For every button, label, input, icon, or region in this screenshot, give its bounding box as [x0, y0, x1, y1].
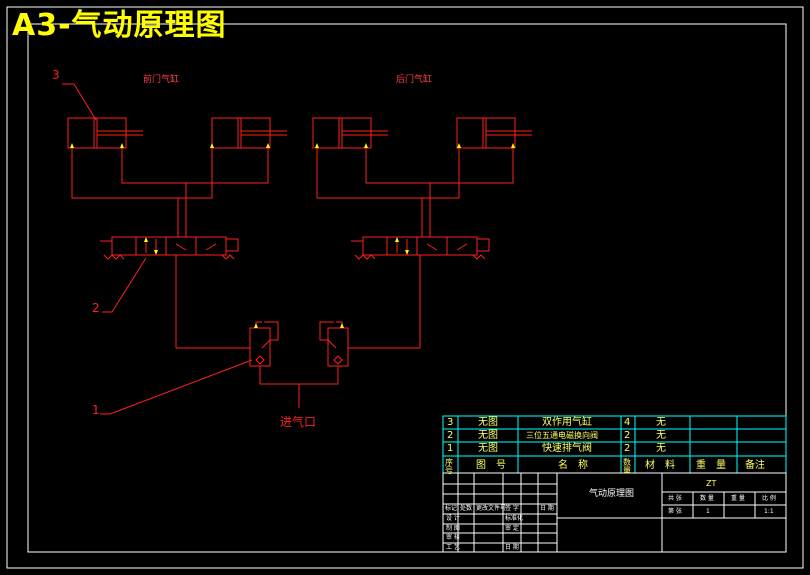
- tb-col-label-1: 数 量: [700, 495, 714, 502]
- bom-header-name: 名 称: [558, 460, 588, 471]
- tb-mark: 标记: [445, 505, 458, 512]
- tb-sheet-value: 1: [706, 508, 710, 515]
- callout-3: 3: [52, 68, 60, 82]
- bom-row-1-no: 1: [447, 443, 454, 454]
- bom-header-no: 序号: [445, 458, 453, 475]
- cylinder-left-2: [211, 117, 287, 149]
- flow-arrows: [70, 143, 515, 328]
- tb-row2-label-0: 第 张: [668, 508, 682, 515]
- exhaust-valve-left: [249, 321, 279, 367]
- bom-header-weight: 重 量: [696, 460, 726, 471]
- tb-col-label-3: 比 例: [762, 495, 776, 502]
- tb-process: 工 艺: [446, 544, 460, 551]
- front-cylinder-label: 前门气缸: [143, 75, 180, 85]
- inner-border: [27, 23, 787, 553]
- right-circuit: [312, 117, 532, 349]
- callout-1: 1: [92, 403, 100, 417]
- exhaust-valves: [249, 321, 349, 408]
- drawing-code: ZT: [706, 479, 717, 488]
- bom-row-3-name: 双作用气缸: [542, 417, 592, 428]
- air-inlet-label: 进气口: [280, 415, 317, 429]
- bom-row-2-qty: 2: [624, 430, 631, 441]
- outer-border: [6, 6, 804, 569]
- cylinder-right-2: [456, 117, 532, 149]
- tb-count: 处数: [460, 505, 473, 512]
- bom-row-2-material: 无: [656, 430, 666, 441]
- bom-header-material: 材 料: [645, 460, 675, 471]
- bom-row-1-material: 无: [656, 443, 666, 454]
- tb-standard: 标准化: [505, 515, 524, 522]
- bom-header-qty: 数量: [623, 458, 631, 475]
- bom-row-1-name: 快速排气阀: [542, 443, 592, 454]
- callout-leaders: [62, 83, 253, 415]
- tb-date-2: 日 期: [505, 544, 519, 551]
- bom-row-2-no: 2: [447, 430, 454, 441]
- bom-row-3-qty: 4: [624, 417, 631, 428]
- bom-row-3-material: 无: [656, 417, 666, 428]
- tb-review: 审 核: [446, 534, 460, 541]
- bom-row-1-qty: 2: [624, 443, 631, 454]
- rear-cylinder-label: 后门气缸: [396, 75, 433, 85]
- tb-design: 设 计: [446, 515, 460, 522]
- valve-left: [100, 236, 239, 260]
- cylinder-left-1: [67, 117, 143, 149]
- left-circuit: [67, 117, 287, 349]
- valve-right: [351, 236, 490, 260]
- tb-change-doc: 更改文件号: [476, 505, 507, 512]
- tb-draw: 制 图: [446, 525, 460, 532]
- tb-date: 日 期: [540, 505, 554, 512]
- bom-row-1-drawing: 无图: [478, 443, 498, 454]
- tb-col-label-2: 重 量: [731, 495, 745, 502]
- bom-row-3-no: 3: [447, 417, 454, 428]
- tb-approve: 审 定: [505, 525, 519, 532]
- bom-row-3-drawing: 无图: [478, 417, 498, 428]
- bom-header-drawing: 图 号: [476, 460, 506, 471]
- exhaust-valve-right: [319, 321, 349, 367]
- bom-row-2-drawing: 无图: [478, 430, 498, 441]
- callout-2: 2: [92, 301, 100, 315]
- bom-header-remark: 备注: [745, 460, 765, 471]
- drawing-name: 气动原理图: [589, 489, 635, 499]
- title-block: [442, 472, 787, 553]
- tb-scale-value: 1:1: [764, 508, 774, 515]
- bom-row-2-name: 三位五通电磁换向阀: [526, 431, 598, 440]
- tb-col-label-0: 共 张: [668, 495, 682, 502]
- page-title: A3-气动原理图: [12, 8, 227, 43]
- tb-sign: 签 字: [505, 505, 519, 512]
- cylinder-right-1: [312, 117, 388, 149]
